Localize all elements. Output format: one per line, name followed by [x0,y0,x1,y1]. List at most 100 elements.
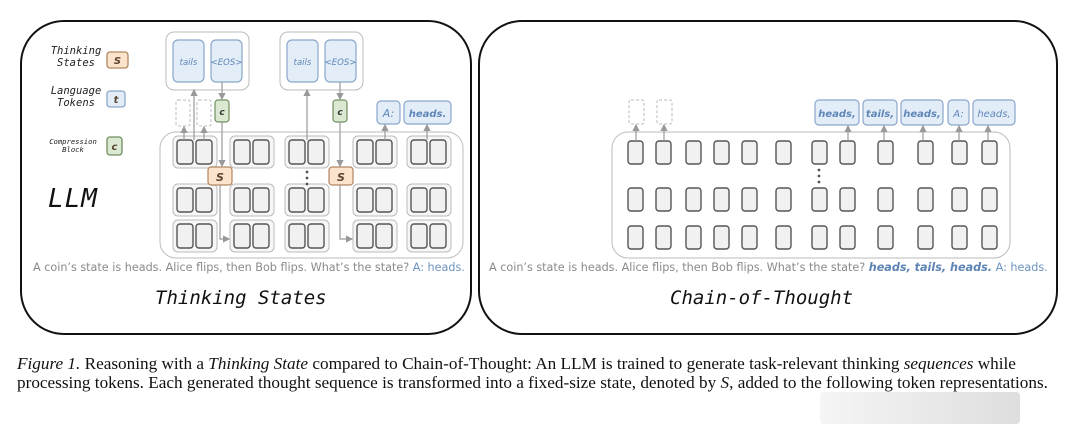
caption-label: Figure 1. [17,354,81,373]
thought-token-label: <EOS> [325,58,357,68]
ellipsis-dot [305,176,309,180]
hidden-cell [775,140,792,165]
hidden-cell [252,187,270,213]
hidden-cell [655,140,672,165]
thought-token-label: <EOS> [211,58,243,68]
output-token-label: A: [952,109,963,120]
hidden-cell [429,187,447,213]
compression-block-glyph: c [337,108,343,118]
caption-emphasis: Thinking State [208,354,309,373]
hidden-cell [356,223,374,249]
caption-text: , added to the following token represent… [729,372,1048,392]
hidden-cell [811,140,828,165]
hidden-cell [288,187,306,213]
legend-label-line: Tokens [57,96,95,109]
hidden-cell [741,187,758,212]
left-panel-title: Thinking States [155,287,327,309]
output-token-label: heads, [977,109,1010,120]
hidden-cell [627,225,644,250]
hidden-cell [713,140,730,165]
hidden-cell [410,139,428,165]
hidden-cell [233,223,251,249]
compression-block-glyph: c [219,108,225,118]
hidden-cell [917,225,934,250]
thought-token [172,39,205,83]
legend-compression-icon-glyph: c [112,142,118,153]
hidden-cell [877,225,894,250]
hidden-cell [233,187,251,213]
hidden-cell [252,139,270,165]
hidden-cell [741,140,758,165]
legend-label-line: Block [62,144,84,154]
output-token [862,99,898,126]
hidden-cell [176,187,194,213]
hidden-cell [685,140,702,165]
output-token [814,99,860,126]
hidden-cell [356,187,374,213]
ellipsis-dot [305,170,309,174]
hidden-cell [307,187,325,213]
placeholder-token [628,99,645,125]
hidden-cell [195,223,213,249]
llm-container [611,131,1011,259]
hidden-cell [233,139,251,165]
right-prompt: A coin’s state is heads. Alice flips, th… [489,261,1048,274]
hidden-cell [951,140,968,165]
left-prompt: A coin’s state is heads. Alice flips, th… [33,261,465,274]
legend-language-tokens-label: Language Tokens [42,85,110,109]
caption-emphasis: S [720,372,730,392]
thought-token [210,39,243,83]
caption-text: Reasoning with a [80,354,209,373]
hidden-cell [176,223,194,249]
caption-text: while processing tokens. Each generated … [17,354,1016,392]
left-prompt-question: A coin’s state is heads. Alice flips, th… [33,261,410,274]
legend-label-line: Language [50,85,102,97]
hidden-cell [429,139,447,165]
output-token [972,99,1016,126]
arrow-state-injection [219,185,231,243]
legend-state-icon-glyph: S [114,56,121,67]
legend-token-icon-glyph: t [114,95,120,106]
right-prompt-question: A coin’s state is heads. Alice flips, th… [489,261,866,274]
ellipsis-dot [817,168,821,172]
hidden-cell [775,225,792,250]
hidden-cell [176,139,194,165]
hidden-cell [981,187,998,212]
hidden-cell [685,187,702,212]
arrow-state-injection [339,185,354,243]
hidden-cell [917,140,934,165]
output-token-label: A: [382,107,394,120]
right-prompt-answer: A: heads. [995,261,1048,274]
hidden-cell [627,187,644,212]
legend-compression-icon [106,136,123,156]
placeholder-token [196,99,212,127]
hidden-cell [917,187,934,212]
hidden-cell [375,139,393,165]
hidden-cell [981,225,998,250]
hidden-cell [685,225,702,250]
hidden-cell [713,225,730,250]
placeholder-token [656,99,673,125]
thought-token-label: tails [294,58,312,68]
legend-label-line: Thinking [50,45,102,57]
thought-token-label: tails [180,58,198,68]
ellipsis-dot [817,180,821,184]
hidden-cell [741,225,758,250]
legend-compression-block-label: Compression Block [40,138,106,154]
hidden-cell [307,139,325,165]
hidden-cell [195,187,213,213]
output-token-label: heads, [903,109,941,120]
hidden-cell [839,140,856,165]
legend-label-line: Compression [49,137,97,146]
right-panel-title: Chain-of-Thought [670,287,854,309]
thinking-state-glyph: S [337,171,345,184]
output-token-label: heads. [409,109,447,120]
hidden-cell [839,225,856,250]
hidden-cell [951,187,968,212]
figure-caption: Figure 1. Reasoning with a Thinking Stat… [17,354,1067,392]
thought-token [286,39,319,83]
watermark [820,392,1020,424]
hidden-cell [627,140,644,165]
hidden-cell [307,223,325,249]
